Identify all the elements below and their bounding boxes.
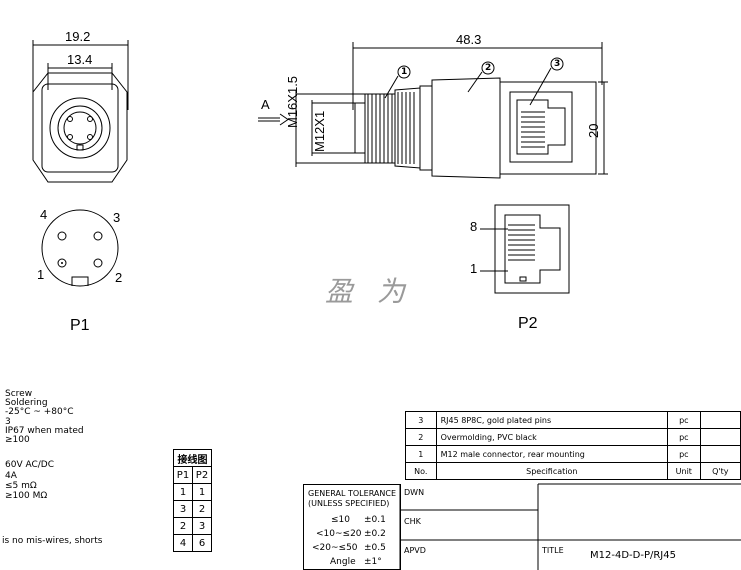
spec-value: 4A (5, 471, 17, 481)
bom-unit: pc (666, 411, 701, 429)
dwn-label: DWN (404, 488, 425, 497)
spec-value: ≥100 MΩ (5, 491, 48, 501)
bom-qty (699, 428, 741, 446)
bom-table: 3 RJ45 8P8C, gold plated pins pc 2 Overm… (405, 411, 741, 480)
bom-unit: pc (666, 428, 701, 446)
spec-value: IP67 when mated (5, 426, 84, 436)
spec-value: Soldering (5, 398, 48, 408)
spec-value: is no mis-wires, shorts (2, 536, 103, 546)
p2-caption: P2 (518, 315, 538, 332)
bom-header-spec: Specification (435, 462, 668, 480)
callout-2: 2 (485, 63, 492, 73)
callout-1: 1 (401, 67, 408, 77)
table-cell: 3 (173, 500, 193, 518)
bom-unit: pc (666, 445, 701, 463)
p2-pin-1: 1 (470, 261, 478, 276)
p1-pinout-drawing (41, 209, 119, 287)
table-cell: 2 (192, 500, 212, 518)
bom-spec: M12 male connector, rear mounting (435, 445, 668, 463)
bom-no: 1 (405, 445, 437, 463)
table-row: 3 RJ45 8P8C, gold plated pins pc (405, 411, 741, 429)
bom-header-no: No. (405, 462, 437, 480)
table-cell: 1 (192, 483, 212, 501)
table-cell: 6 (192, 534, 212, 552)
tolerance-range: Angle (330, 557, 356, 567)
title-block-frame (399, 483, 741, 570)
tolerance-title-1: GENERAL TOLERANCE (308, 489, 397, 498)
table-cell: 1 (173, 483, 193, 501)
p1-pin-2: 2 (115, 270, 123, 285)
drawing-title: M12-4D-D-P/RJ45 (590, 550, 676, 561)
dim-overall-length: 48.3 (456, 32, 482, 47)
tolerance-range: <20~≤50 (312, 543, 358, 553)
watermark: 盈为 (325, 275, 430, 308)
p1-caption: P1 (70, 317, 90, 334)
bom-spec: RJ45 8P8C, gold plated pins (435, 411, 668, 429)
bom-no: 2 (405, 428, 437, 446)
spec-value: 60V AC/DC (5, 460, 54, 470)
table-row: No. Specification Unit Q'ty (405, 462, 741, 480)
table-row: 2 3 (173, 517, 212, 535)
tolerance-range: <10~≤20 (316, 529, 362, 539)
spec-value: Screw (5, 389, 33, 399)
p1-pin-4: 4 (40, 207, 48, 222)
bom-header-qty: Q'ty (699, 462, 741, 480)
table-row: 2 Overmolding, PVC black pc (405, 428, 741, 446)
table-cell: 3 (192, 517, 212, 535)
side-view (258, 42, 608, 179)
tolerance-value: ±0.5 (364, 543, 386, 553)
chk-label: CHK (404, 517, 421, 526)
spec-value: 3 (5, 417, 11, 427)
wiring-header-p2: P2 (192, 466, 212, 484)
table-row: 3 2 (173, 500, 212, 518)
tolerance-value: ±0.2 (364, 529, 386, 539)
spec-value: ≤5 mΩ (5, 481, 37, 491)
spec-value: -25°C ~ +80°C (5, 407, 74, 417)
dim-front-width-outer: 19.2 (65, 29, 91, 44)
table-row: 4 6 (173, 534, 212, 552)
wiring-table-title: 接线图 (173, 449, 212, 467)
table-cell: 4 (173, 534, 193, 552)
bom-spec: Overmolding, PVC black (435, 428, 668, 446)
front-view (32, 40, 129, 183)
p2-pin-8: 8 (470, 219, 478, 234)
table-cell: 2 (173, 517, 193, 535)
view-arrow-label: A (261, 97, 270, 112)
wiring-header-p1: P1 (173, 466, 193, 484)
title-label: TITLE (542, 546, 564, 555)
tolerance-value: ±0.1 (364, 515, 386, 525)
tolerance-value: ±1° (364, 557, 382, 567)
spec-value: ≥100 (5, 435, 30, 445)
bom-qty (699, 445, 741, 463)
p2-pinout-drawing (480, 204, 570, 294)
tolerance-block: GENERAL TOLERANCE (UNLESS SPECIFIED) ≤10… (303, 484, 401, 570)
dim-height: 20 (586, 123, 601, 138)
dim-front-width-inner: 13.4 (67, 52, 93, 67)
callout-3: 3 (554, 59, 561, 69)
apvd-label: APVD (404, 546, 426, 555)
p1-pin-1: 1 (37, 267, 45, 282)
table-row: 1 1 (173, 483, 212, 501)
wiring-table: 接线图 P1 P2 1 1 3 2 2 3 4 6 (173, 449, 212, 552)
bom-no: 3 (405, 411, 437, 429)
bom-header-unit: Unit (666, 462, 701, 480)
tolerance-title-2: (UNLESS SPECIFIED) (308, 499, 390, 508)
table-row: 1 M12 male connector, rear mounting pc (405, 445, 741, 463)
p1-pin-3: 3 (113, 210, 121, 225)
bom-qty (699, 411, 741, 429)
